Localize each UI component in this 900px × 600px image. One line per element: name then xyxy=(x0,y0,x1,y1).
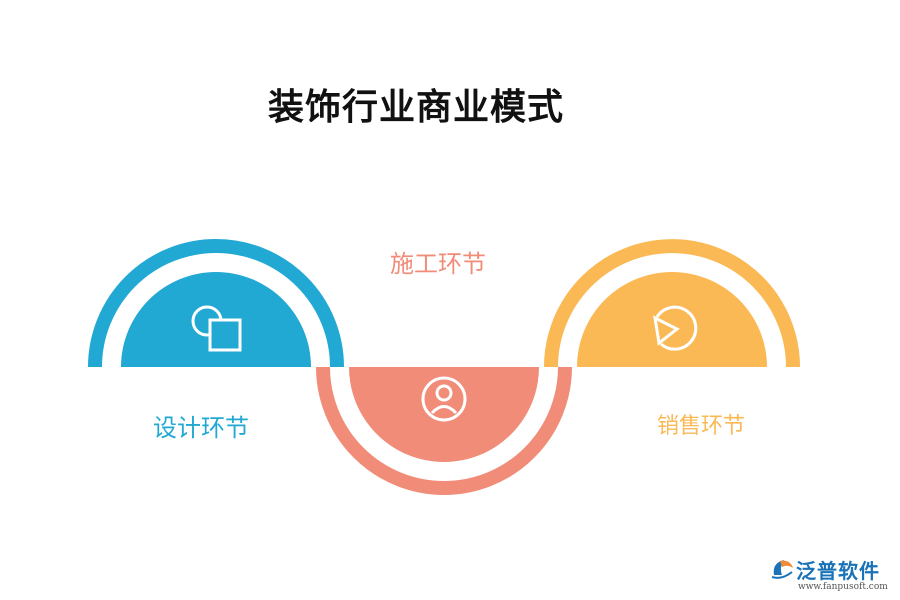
step-label-build: 施工环节 xyxy=(390,250,486,278)
build-half-disc xyxy=(349,367,539,462)
design-step xyxy=(88,239,344,368)
build-step xyxy=(316,366,572,495)
logo-name: 泛普软件 xyxy=(796,559,880,583)
play-circle-icon xyxy=(653,305,698,351)
sales-step xyxy=(544,239,800,368)
design-outer-arc xyxy=(88,239,344,368)
fanpu-logo-icon xyxy=(771,560,793,579)
step-label-sales: 销售环节 xyxy=(657,414,746,439)
build-outer-arc xyxy=(316,366,572,495)
page-title: 装饰行业商业模式 xyxy=(268,87,565,128)
logo-url: www.fanpusoft.com xyxy=(798,582,888,592)
sales-half-disc xyxy=(577,272,767,367)
shapes-icon xyxy=(191,305,242,352)
user-circle-icon xyxy=(421,376,467,422)
brand-logo: 泛普软件 www.fanpusoft.com xyxy=(768,555,896,597)
step-label-design: 设计环节 xyxy=(153,414,249,442)
sales-outer-arc xyxy=(544,239,800,368)
